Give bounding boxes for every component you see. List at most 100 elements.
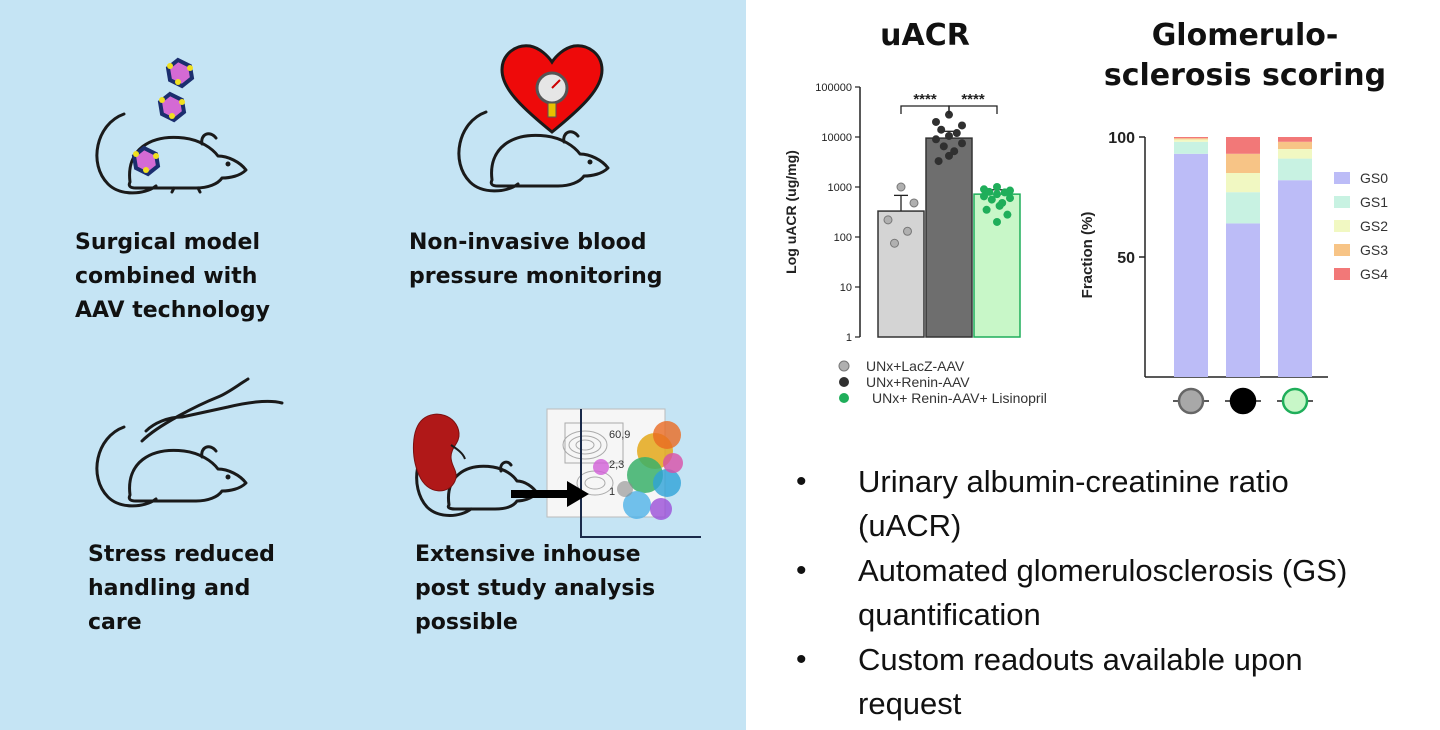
readout-item-gs: •Automated glomerulosclerosis (GS) quant… [796,553,1348,632]
data-point [945,131,953,140]
y-tick-label: 10000 [821,132,852,144]
significance-bracket [948,105,998,114]
y-tick-label: 10 [840,282,852,294]
legend-label: GS0 [1360,170,1388,186]
data-point [932,117,940,126]
y-tick-label: 1000 [828,182,852,194]
y-tick-label: 100 [834,232,852,244]
data-point [985,187,994,196]
data-point [883,215,893,225]
significance-label: **** [961,91,985,108]
legend-swatch [1334,244,1350,256]
data-point [995,201,1004,210]
readout-list: •Urinary albumin-creatinine ratio (uACR)… [796,460,1416,727]
mouse-heart-gauge-icon [457,44,610,193]
data-point [1006,194,1014,203]
gs-bar-segment [1226,192,1260,224]
data-point [932,135,940,144]
legend-marker [839,377,849,387]
gs-bar-segment [1174,141,1208,154]
mouse-aav-icon [95,57,248,195]
data-point [982,205,991,214]
y-tick-label: 100000 [815,82,852,94]
significance-label: **** [913,91,937,108]
category-marker [1177,387,1205,415]
legend-label: GS3 [1360,242,1388,258]
data-point [896,182,906,192]
uacr-chart-title: uACR [880,18,970,53]
data-point [952,129,961,138]
gs-bar-segment [1278,141,1312,149]
gs-chart-title: Glomerulo-sclerosis scoring [1103,18,1387,93]
data-point [980,192,988,201]
data-point [1000,188,1009,197]
y-tick-label: 100 [1108,130,1135,147]
data-point [934,157,943,166]
gs-bar-segment [1174,138,1208,140]
legend-label: UNx+LacZ-AAV [866,358,965,374]
legend-label: UNx+ Renin-AAV+ Lisinopril [872,390,1047,406]
data-point [958,139,966,148]
flow-plot-label: 2,3 [609,459,624,471]
gs-bar-segment [1278,158,1312,181]
y-tick-label: 50 [1117,250,1135,267]
flow-plot-icon [593,421,683,520]
gs-bar-segment [1226,153,1260,173]
hand-icon [140,377,284,443]
data-point [939,142,948,151]
legend-label: UNx+Renin-AAV [866,374,970,390]
data-point [903,226,912,236]
legend-label: GS4 [1360,266,1388,282]
data-point [937,125,946,134]
y-axis-label: Fraction (%) [1079,212,1096,299]
legend-marker [839,393,849,403]
flow-plot-label: 1 [609,486,615,498]
uacr-bar [877,210,925,338]
gs-bar-segment [1278,137,1312,142]
flow-plot-label: 60,9 [609,429,630,441]
arrow-right-icon [511,481,589,507]
legend-marker [838,360,850,372]
mouse-hand-icon [95,377,284,508]
legend-swatch [1334,268,1350,280]
gs-bar-segment [1226,173,1260,193]
aav-particle-icon [165,57,195,89]
readout-item-uacr: •Urinary albumin-creatinine ratio (uACR) [796,464,1289,543]
pressure-gauge-icon [535,71,569,118]
legend-label: GS2 [1360,218,1388,234]
category-marker [1281,387,1309,415]
data-point [945,151,953,160]
legend-swatch [1334,196,1350,208]
legend-swatch [1334,220,1350,232]
data-point [950,147,959,156]
data-point [987,195,996,204]
y-axis-label: Log uACR (ug/mg) [783,150,799,274]
gs-bar-segment [1226,137,1260,154]
data-point [993,183,1001,191]
gs-bar-segment [1226,223,1260,377]
category-marker [1229,387,1257,415]
data-point [1003,210,1012,219]
gs-bar-segment [1174,153,1208,377]
data-point [945,110,953,119]
gs-bar-segment [1278,149,1312,159]
uacr-bar [925,137,973,338]
legend-swatch [1334,172,1350,184]
gs-bar-segment [1278,180,1312,377]
mouse-kidney-flow-icon: 60,9 2,3 1 [413,408,701,538]
data-point [909,198,919,208]
y-tick-label: 1 [846,332,852,344]
legend-label: GS1 [1360,194,1388,210]
data-point [993,190,1001,199]
data-point [890,238,899,248]
gs-bar-segment [1174,137,1208,139]
gs-bar-segment [1174,139,1208,142]
data-point [993,217,1001,226]
